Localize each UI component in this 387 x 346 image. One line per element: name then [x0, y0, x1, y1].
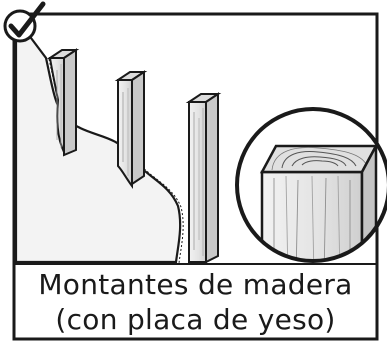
drywall-panel — [14, 14, 184, 264]
wood-stud-3 — [185, 92, 222, 264]
caption-line-2: (con placa de yeso) — [55, 303, 336, 336]
checkmark-circle-icon — [3, 1, 46, 43]
caption-line-1: Montantes de madera — [38, 268, 353, 301]
wood-grain-magnifier — [235, 107, 387, 263]
wood-stud-1 — [46, 48, 80, 157]
wood-stud-2 — [114, 70, 148, 190]
